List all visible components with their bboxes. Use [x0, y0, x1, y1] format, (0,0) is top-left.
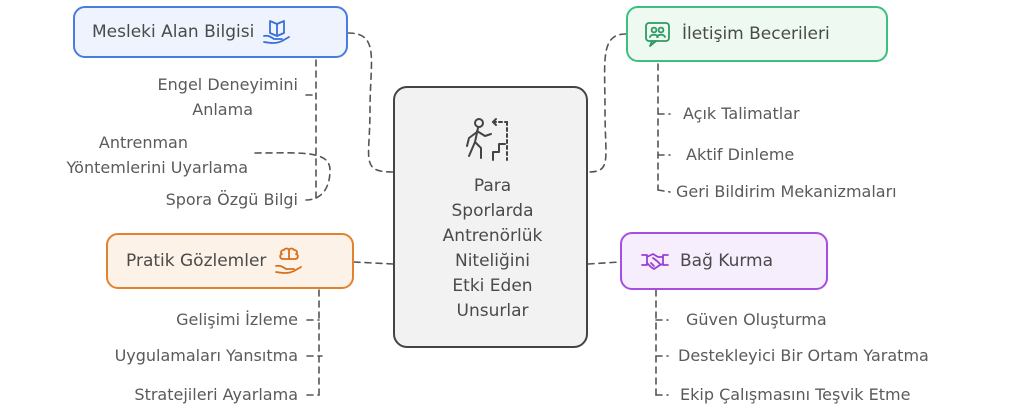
leaf-antrenman-yontemlerini-uyarlama: Antrenman Yöntemlerini Uyarlama — [67, 130, 248, 180]
leaf-line: Yöntemlerini Uyarlama — [66, 158, 248, 177]
center-title-line: Unsurlar — [456, 301, 529, 321]
leaf-spora-ozgu-bilgi: Spora Özgü Bilgi — [166, 190, 298, 210]
center-title-line: Etki Eden — [452, 276, 533, 296]
center-topic-node: Para Sporlarda Antrenörlük Niteliğini Et… — [393, 86, 588, 348]
branch-label: Bağ Kurma — [680, 251, 774, 271]
branch-label: İletişim Becerileri — [682, 24, 830, 44]
center-title-line: Para — [473, 176, 512, 196]
branch-mesleki-alan-bilgisi: Mesleki Alan Bilgisi — [73, 6, 348, 58]
branch-bag-kurma: Bağ Kurma — [620, 232, 828, 290]
leaf-text: Geri Bildirim Mekanizmaları — [676, 182, 897, 201]
leaf-ekip-calismasini-tesvik-etme: Ekip Çalışmasını Teşvik Etme — [680, 385, 910, 405]
center-title-line: Niteliğini — [454, 251, 531, 271]
center-title-line: Antrenörlük — [442, 226, 543, 246]
leaf-destekleyici-bir-ortam-yaratma: Destekleyici Bir Ortam Yaratma — [678, 346, 929, 366]
leaf-text: Aktif Dinleme — [686, 145, 795, 164]
people-chat-icon — [644, 20, 672, 48]
branch-pratik-gozlemler: Pratik Gözlemler — [106, 233, 354, 289]
leaf-line: Engel Deneyimini — [157, 75, 298, 94]
book-in-hand-icon — [262, 18, 292, 46]
leaf-guven-olusturma: Güven Oluşturma — [686, 310, 827, 330]
leaf-uygulamalari-yansitma: Uygulamaları Yansıtma — [115, 346, 298, 366]
branch-label: Mesleki Alan Bilgisi — [92, 22, 255, 42]
branch-label: Pratik Gözlemler — [126, 251, 267, 271]
center-topic-title: Para Sporlarda Antrenörlük Niteliğini Et… — [395, 174, 590, 324]
leaf-text: Stratejileri Ayarlama — [134, 385, 298, 404]
leaf-engel-deneyimini-anlama: Engel Deneyimini Anlama — [158, 72, 298, 122]
person-walking-uphill-icon — [466, 118, 508, 161]
leaf-line: Anlama — [192, 100, 253, 119]
leaf-geri-bildirim-mekanizmalari: Geri Bildirim Mekanizmaları — [676, 182, 897, 202]
branch-iletisim-becerileri: İletişim Becerileri — [626, 6, 888, 62]
leaf-text: Ekip Çalışmasını Teşvik Etme — [680, 385, 911, 404]
leaf-aktif-dinleme: Aktif Dinleme — [686, 145, 794, 165]
leaf-acik-talimatlar: Açık Talimatlar — [683, 104, 800, 124]
leaf-text: Destekleyici Bir Ortam Yaratma — [678, 346, 929, 365]
leaf-text: Güven Oluşturma — [686, 310, 827, 329]
leaf-text: Uygulamaları Yansıtma — [114, 346, 298, 365]
leaf-gelisimi-izleme: Gelişimi İzleme — [176, 310, 298, 330]
leaf-line: Spora Özgü Bilgi — [165, 190, 298, 209]
center-title-line: Sporlarda — [451, 201, 534, 221]
brain-in-hand-icon — [274, 246, 304, 276]
leaf-text: Gelişimi İzleme — [176, 310, 298, 329]
handshake-icon — [640, 249, 670, 273]
leaf-text: Açık Talimatlar — [683, 104, 800, 123]
leaf-line: Antrenman — [98, 133, 188, 152]
leaf-stratejileri-ayarlama: Stratejileri Ayarlama — [134, 385, 298, 405]
